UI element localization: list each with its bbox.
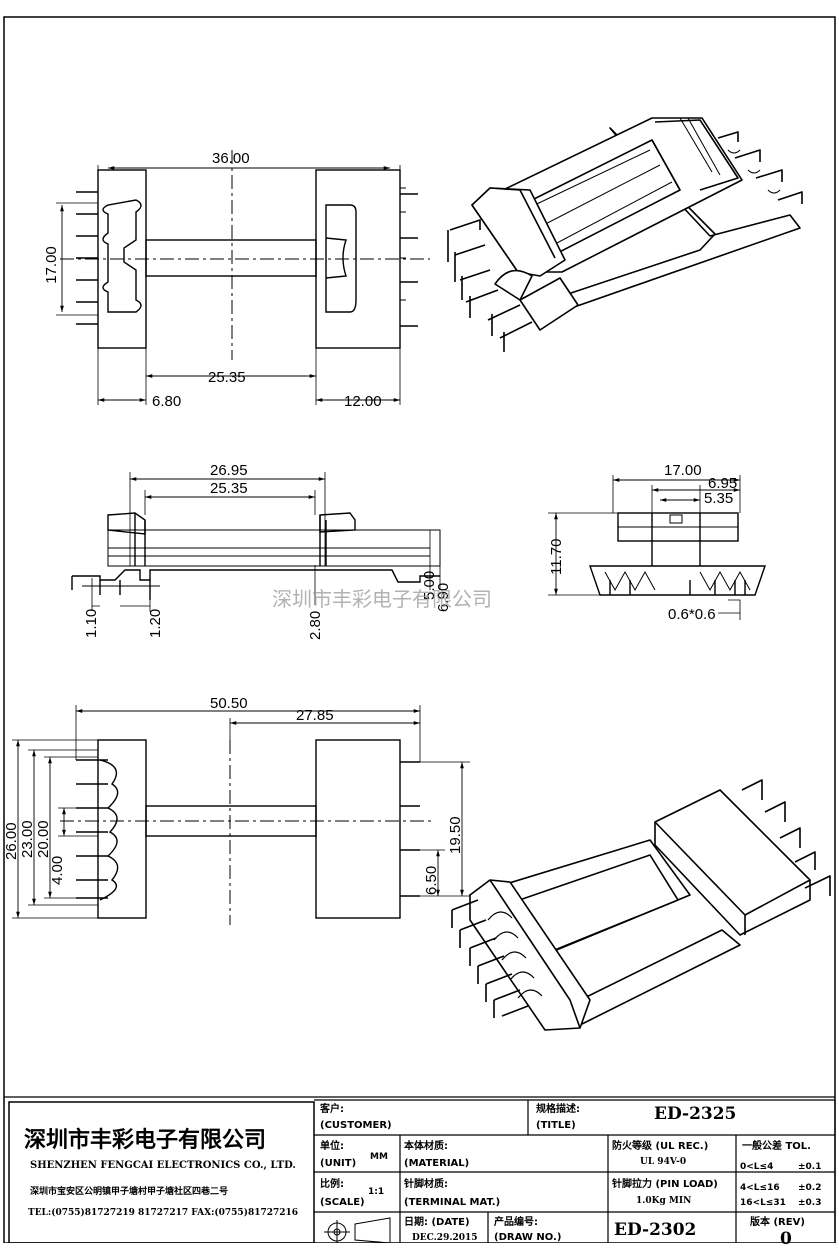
fire-rating-value: UL 94V-0 bbox=[640, 1157, 687, 1167]
company-name-cn: 深圳市丰彩电子有限公司 bbox=[24, 1127, 267, 1153]
pin-load-value: 1.0Kg MIN bbox=[636, 1196, 692, 1206]
dim-bot-pitch: 19.50 bbox=[447, 816, 464, 854]
side-view bbox=[71, 472, 441, 612]
date-value: DEC.29.2015 bbox=[412, 1233, 478, 1243]
iso-view-bottom bbox=[451, 779, 831, 1031]
drawno-label: 产品编号: bbox=[494, 1217, 538, 1228]
title-value: ED-2325 bbox=[654, 1104, 737, 1124]
tol-range-1: 0<L≤4 bbox=[740, 1162, 774, 1172]
dim-bot-h3: 20.00 bbox=[35, 820, 52, 858]
dim-end-pin: 0.6*0.6 bbox=[668, 606, 716, 623]
fire-rating-label: 防火等级 (UL REC.) bbox=[612, 1141, 709, 1152]
dim-end-width: 17.00 bbox=[664, 462, 702, 479]
dim-side-h2: 6.90 bbox=[435, 583, 452, 612]
dim-side-pin-b: 1.20 bbox=[147, 609, 164, 638]
scale-label-en: (SCALE) bbox=[320, 1197, 365, 1208]
scale-label: 比例: bbox=[320, 1179, 344, 1190]
drawno-value: ED-2302 bbox=[614, 1220, 697, 1240]
tol-range-2: 4<L≤16 bbox=[740, 1183, 780, 1193]
dim-bot-h1: 26.00 bbox=[3, 822, 20, 860]
dim-end-a: 6.95 bbox=[708, 475, 737, 492]
rev-value: 0 bbox=[780, 1229, 792, 1249]
dim-top-height: 17.00 bbox=[43, 246, 60, 284]
material-label: 本体材质: bbox=[404, 1141, 448, 1152]
date-label: 日期: (DATE) bbox=[404, 1217, 470, 1228]
dim-bot-h2: 23.00 bbox=[19, 820, 36, 858]
customer-label: 客户: bbox=[320, 1104, 344, 1115]
terminal-label: 针脚材质: bbox=[404, 1179, 448, 1190]
dim-side-pin-c: 2.80 bbox=[307, 611, 324, 640]
material-label-en: (MATERIAL) bbox=[404, 1158, 470, 1169]
dim-end-b: 5.35 bbox=[704, 490, 733, 507]
tol-value-3: ±0.3 bbox=[798, 1198, 822, 1208]
end-view bbox=[548, 475, 766, 620]
tol-value-1: ±0.1 bbox=[798, 1162, 822, 1172]
unit-value: MM bbox=[370, 1152, 388, 1162]
rev-label: 版本 (REV) bbox=[750, 1217, 805, 1228]
tolerance-label: 一般公差 TOL. bbox=[742, 1141, 811, 1152]
scale-value: 1:1 bbox=[368, 1187, 385, 1197]
tol-value-2: ±0.2 bbox=[798, 1183, 822, 1193]
top-view bbox=[56, 150, 430, 405]
company-address: 深圳市宝安区公明镇甲子塘村甲子塘社区四巷二号 bbox=[30, 1187, 229, 1197]
bottom-view bbox=[12, 705, 470, 925]
company-phone: TEL:(0755)81727219 81727217 FAX:(0755)81… bbox=[28, 1208, 299, 1218]
dim-top-left-offset: 6.80 bbox=[152, 393, 181, 410]
dim-bot-right: 27.85 bbox=[296, 707, 334, 724]
dim-top-inner: 25.35 bbox=[208, 369, 246, 386]
pin-load-label: 针脚拉力 (PIN LOAD) bbox=[612, 1179, 718, 1190]
dim-side-inner: 25.35 bbox=[210, 480, 248, 497]
dim-bot-h4: 4.00 bbox=[49, 856, 66, 885]
unit-label: 单位: bbox=[320, 1141, 344, 1152]
unit-label-en: (UNIT) bbox=[320, 1158, 357, 1169]
dim-side-h1: 5.00 bbox=[421, 571, 438, 600]
sheet-border bbox=[3, 16, 836, 1243]
dim-end-height: 11.70 bbox=[548, 539, 565, 575]
dim-top-right-offset: 12.00 bbox=[344, 393, 382, 410]
company-name-en: SHENZHEN FENGCAI ELECTRONICS CO., LTD. bbox=[30, 1160, 296, 1171]
dim-side-outer: 26.95 bbox=[210, 462, 248, 479]
tol-range-3: 16<L≤31 bbox=[740, 1198, 786, 1208]
title-label: 规格描述: bbox=[536, 1104, 580, 1115]
dim-bot-width: 50.50 bbox=[210, 695, 248, 712]
customer-label-en: (CUSTOMER) bbox=[320, 1120, 392, 1131]
dim-bot-pin: 6.50 bbox=[423, 866, 440, 895]
dim-top-width: 36.00 bbox=[212, 150, 250, 167]
iso-view-top bbox=[447, 117, 803, 352]
dim-side-pin-a: 1.10 bbox=[83, 609, 100, 638]
drawno-label-en: (DRAW NO.) bbox=[494, 1232, 562, 1243]
terminal-label-en: (TERMINAL MAT.) bbox=[404, 1197, 501, 1208]
watermark-text: 深圳市丰彩电子有限公司 bbox=[272, 587, 492, 611]
title-label-en: (TITLE) bbox=[536, 1120, 576, 1131]
